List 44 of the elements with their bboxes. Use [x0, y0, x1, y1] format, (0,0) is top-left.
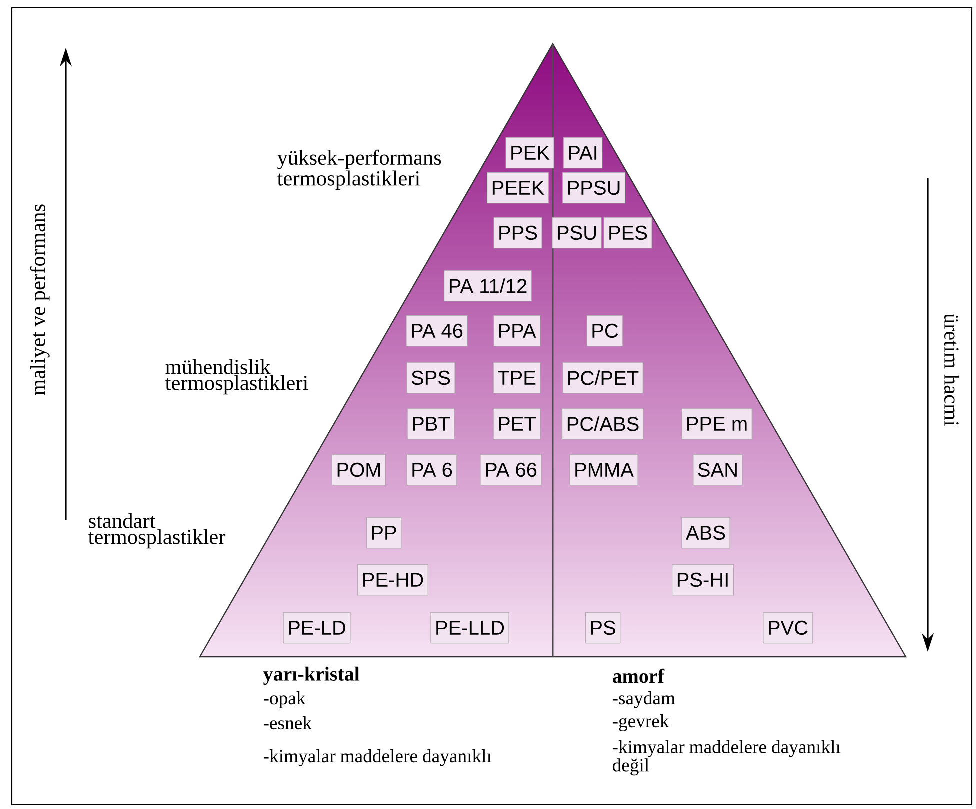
polymer-box: TPE	[493, 362, 541, 394]
polymer-box: PBT	[407, 408, 455, 440]
polymer-box: PA 11/12	[444, 270, 532, 302]
property-text: -saydam	[612, 692, 676, 708]
polymer-box: PEK	[506, 137, 554, 169]
polymer-box: PPS	[494, 217, 542, 249]
polymer-box: PVC	[763, 612, 813, 644]
polymer-box: PC	[586, 315, 624, 347]
polymer-box: SAN	[693, 454, 743, 486]
property-text: -kimyalar maddelere dayanıklı değil	[612, 740, 841, 776]
polymer-box: PEEK	[487, 172, 549, 204]
polymer-box: PET	[493, 408, 541, 440]
polymer-box: PSU	[552, 217, 602, 249]
polymer-box: PC/PET	[562, 362, 644, 394]
polymer-box: PS	[585, 612, 621, 644]
column-heading: amorf	[612, 668, 665, 684]
polymer-box: ABS	[682, 517, 730, 549]
polymer-box: PES	[604, 217, 652, 249]
polymer-box: PA 46	[406, 315, 468, 347]
polymer-box: POM	[332, 454, 386, 486]
polymer-box: PPE m	[682, 408, 752, 440]
axis-label: üretim hacmi	[944, 314, 960, 426]
property-text: -gevrek	[612, 714, 670, 732]
polymer-box: PA 6	[406, 454, 458, 486]
column-heading: yarı-kristal	[263, 666, 360, 686]
property-text: -esnek	[264, 716, 312, 730]
tier-label: standart termosplastikler	[88, 513, 226, 549]
property-text: -kimyalar maddelere dayanıklı	[264, 750, 492, 766]
polymer-box: PA 66	[480, 454, 542, 486]
polymer-box: PE-LLD	[430, 612, 510, 644]
axis-label: maliyet ve performans	[30, 204, 50, 396]
polymer-box: PPSU	[562, 172, 626, 204]
tier-label: mühendislik termosplastikleri	[165, 359, 308, 395]
polymer-box: PPA	[493, 315, 541, 347]
property-text: -opak	[264, 692, 306, 708]
tier-label: yüksek-performans termosplastikleri	[277, 150, 442, 190]
polymer-box: PE-LD	[283, 612, 351, 644]
polymer-box: PC/ABS	[562, 408, 644, 440]
polymer-box: PP	[366, 517, 402, 549]
polymer-box: SPS	[406, 362, 456, 394]
polymer-box: PS-HI	[672, 564, 734, 596]
polymer-box: PAI	[563, 137, 603, 169]
polymer-box: PMMA	[570, 454, 638, 486]
polymer-box: PE-HD	[358, 564, 428, 596]
